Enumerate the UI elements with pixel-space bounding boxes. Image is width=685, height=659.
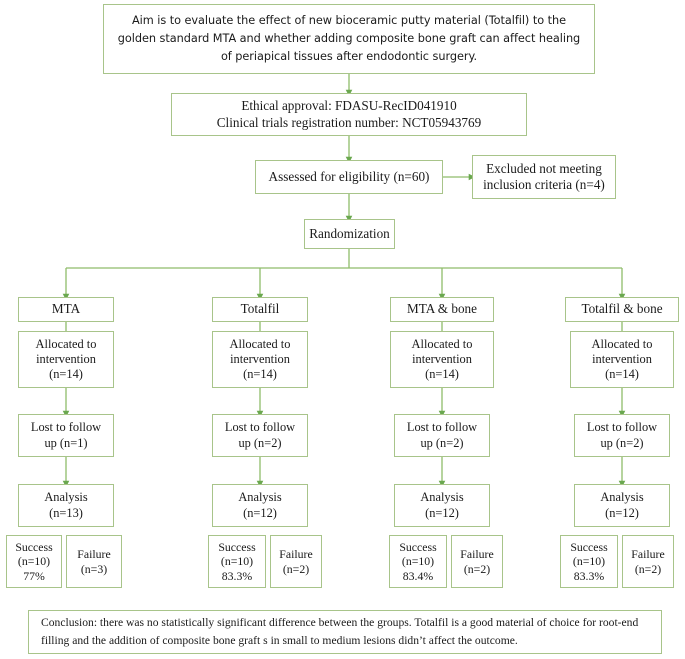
lost-box-mta: Lost to follow up (n=1) xyxy=(18,414,114,457)
lost-text-totalfil-bone: Lost to follow up (n=2) xyxy=(586,420,658,450)
allocated-box-totalfil-bone: Allocated to intervention (n=14) xyxy=(570,331,674,388)
aim-text: Aim is to evaluate the effect of new bio… xyxy=(117,13,581,64)
analysis-text-mta: Analysis (n=13) xyxy=(44,490,88,520)
analysis-text-totalfil: Analysis (n=12) xyxy=(238,490,282,520)
failure-text-mta: Failure (n=3) xyxy=(77,547,111,576)
success-text-mta-bone: Success (n=10) 83.4% xyxy=(399,539,437,583)
failure-box-totalfil-bone: Failure (n=2) xyxy=(622,535,674,588)
failure-box-totalfil: Failure (n=2) xyxy=(270,535,322,588)
lost-box-mta-bone: Lost to follow up (n=2) xyxy=(394,414,490,457)
group-label-mta: MTA xyxy=(51,301,81,317)
failure-text-totalfil-bone: Failure (n=2) xyxy=(631,547,665,576)
lost-box-totalfil: Lost to follow up (n=2) xyxy=(212,414,308,457)
group-label-totalfil-bone: Totalfil & bone xyxy=(581,301,663,317)
allocated-text-mta: Allocated to intervention (n=14) xyxy=(35,336,97,382)
ethical-approval-text: Ethical approval: FDASU-RecID041910 Clin… xyxy=(216,98,482,130)
analysis-text-mta-bone: Analysis (n=12) xyxy=(420,490,464,520)
allocated-text-totalfil-bone: Allocated to intervention (n=14) xyxy=(591,336,653,382)
group-label-totalfil: Totalfil xyxy=(240,301,280,317)
conclusion-text: Conclusion: there was no statistically s… xyxy=(41,616,639,647)
excluded-text: Excluded not meeting inclusion criteria … xyxy=(483,160,605,192)
failure-text-mta-bone: Failure (n=2) xyxy=(460,547,494,576)
success-box-mta-bone: Success (n=10) 83.4% xyxy=(389,535,447,588)
lost-text-mta-bone: Lost to follow up (n=2) xyxy=(406,420,478,450)
success-box-totalfil: Success (n=10) 83.3% xyxy=(208,535,266,588)
success-text-totalfil: Success (n=10) 83.3% xyxy=(218,539,256,583)
conclusion-box: Conclusion: there was no statistically s… xyxy=(28,610,662,654)
lost-text-mta: Lost to follow up (n=1) xyxy=(30,420,102,450)
failure-box-mta-bone: Failure (n=2) xyxy=(451,535,503,588)
randomization-text: Randomization xyxy=(309,225,390,241)
success-text-totalfil-bone: Success (n=10) 83.3% xyxy=(570,539,608,583)
allocated-text-mta-bone: Allocated to intervention (n=14) xyxy=(411,336,473,382)
allocated-box-totalfil: Allocated to intervention (n=14) xyxy=(212,331,308,388)
lost-text-totalfil: Lost to follow up (n=2) xyxy=(224,420,296,450)
analysis-text-totalfil-bone: Analysis (n=12) xyxy=(600,490,644,520)
randomization-box: Randomization xyxy=(304,219,395,249)
allocated-text-totalfil: Allocated to intervention (n=14) xyxy=(229,336,291,382)
analysis-box-totalfil: Analysis (n=12) xyxy=(212,484,308,527)
group-box-totalfil-bone: Totalfil & bone xyxy=(565,297,679,322)
eligibility-text: Assessed for eligibility (n=60) xyxy=(268,168,430,184)
success-box-totalfil-bone: Success (n=10) 83.3% xyxy=(560,535,618,588)
lost-box-totalfil-bone: Lost to follow up (n=2) xyxy=(574,414,670,457)
group-box-mta: MTA xyxy=(18,297,114,322)
allocated-box-mta: Allocated to intervention (n=14) xyxy=(18,331,114,388)
failure-box-mta: Failure (n=3) xyxy=(66,535,122,588)
excluded-box: Excluded not meeting inclusion criteria … xyxy=(472,155,616,199)
ethical-approval-box: Ethical approval: FDASU-RecID041910 Clin… xyxy=(171,93,527,136)
analysis-box-mta: Analysis (n=13) xyxy=(18,484,114,527)
failure-text-totalfil: Failure (n=2) xyxy=(279,547,313,576)
group-label-mta-bone: MTA & bone xyxy=(406,301,477,317)
eligibility-box: Assessed for eligibility (n=60) xyxy=(255,160,443,194)
group-box-mta-bone: MTA & bone xyxy=(390,297,494,322)
success-text-mta: Success (n=10) 77% xyxy=(15,539,53,583)
group-box-totalfil: Totalfil xyxy=(212,297,308,322)
aim-box: Aim is to evaluate the effect of new bio… xyxy=(103,4,595,74)
analysis-box-mta-bone: Analysis (n=12) xyxy=(394,484,490,527)
success-box-mta: Success (n=10) 77% xyxy=(6,535,62,588)
analysis-box-totalfil-bone: Analysis (n=12) xyxy=(574,484,670,527)
allocated-box-mta-bone: Allocated to intervention (n=14) xyxy=(390,331,494,388)
